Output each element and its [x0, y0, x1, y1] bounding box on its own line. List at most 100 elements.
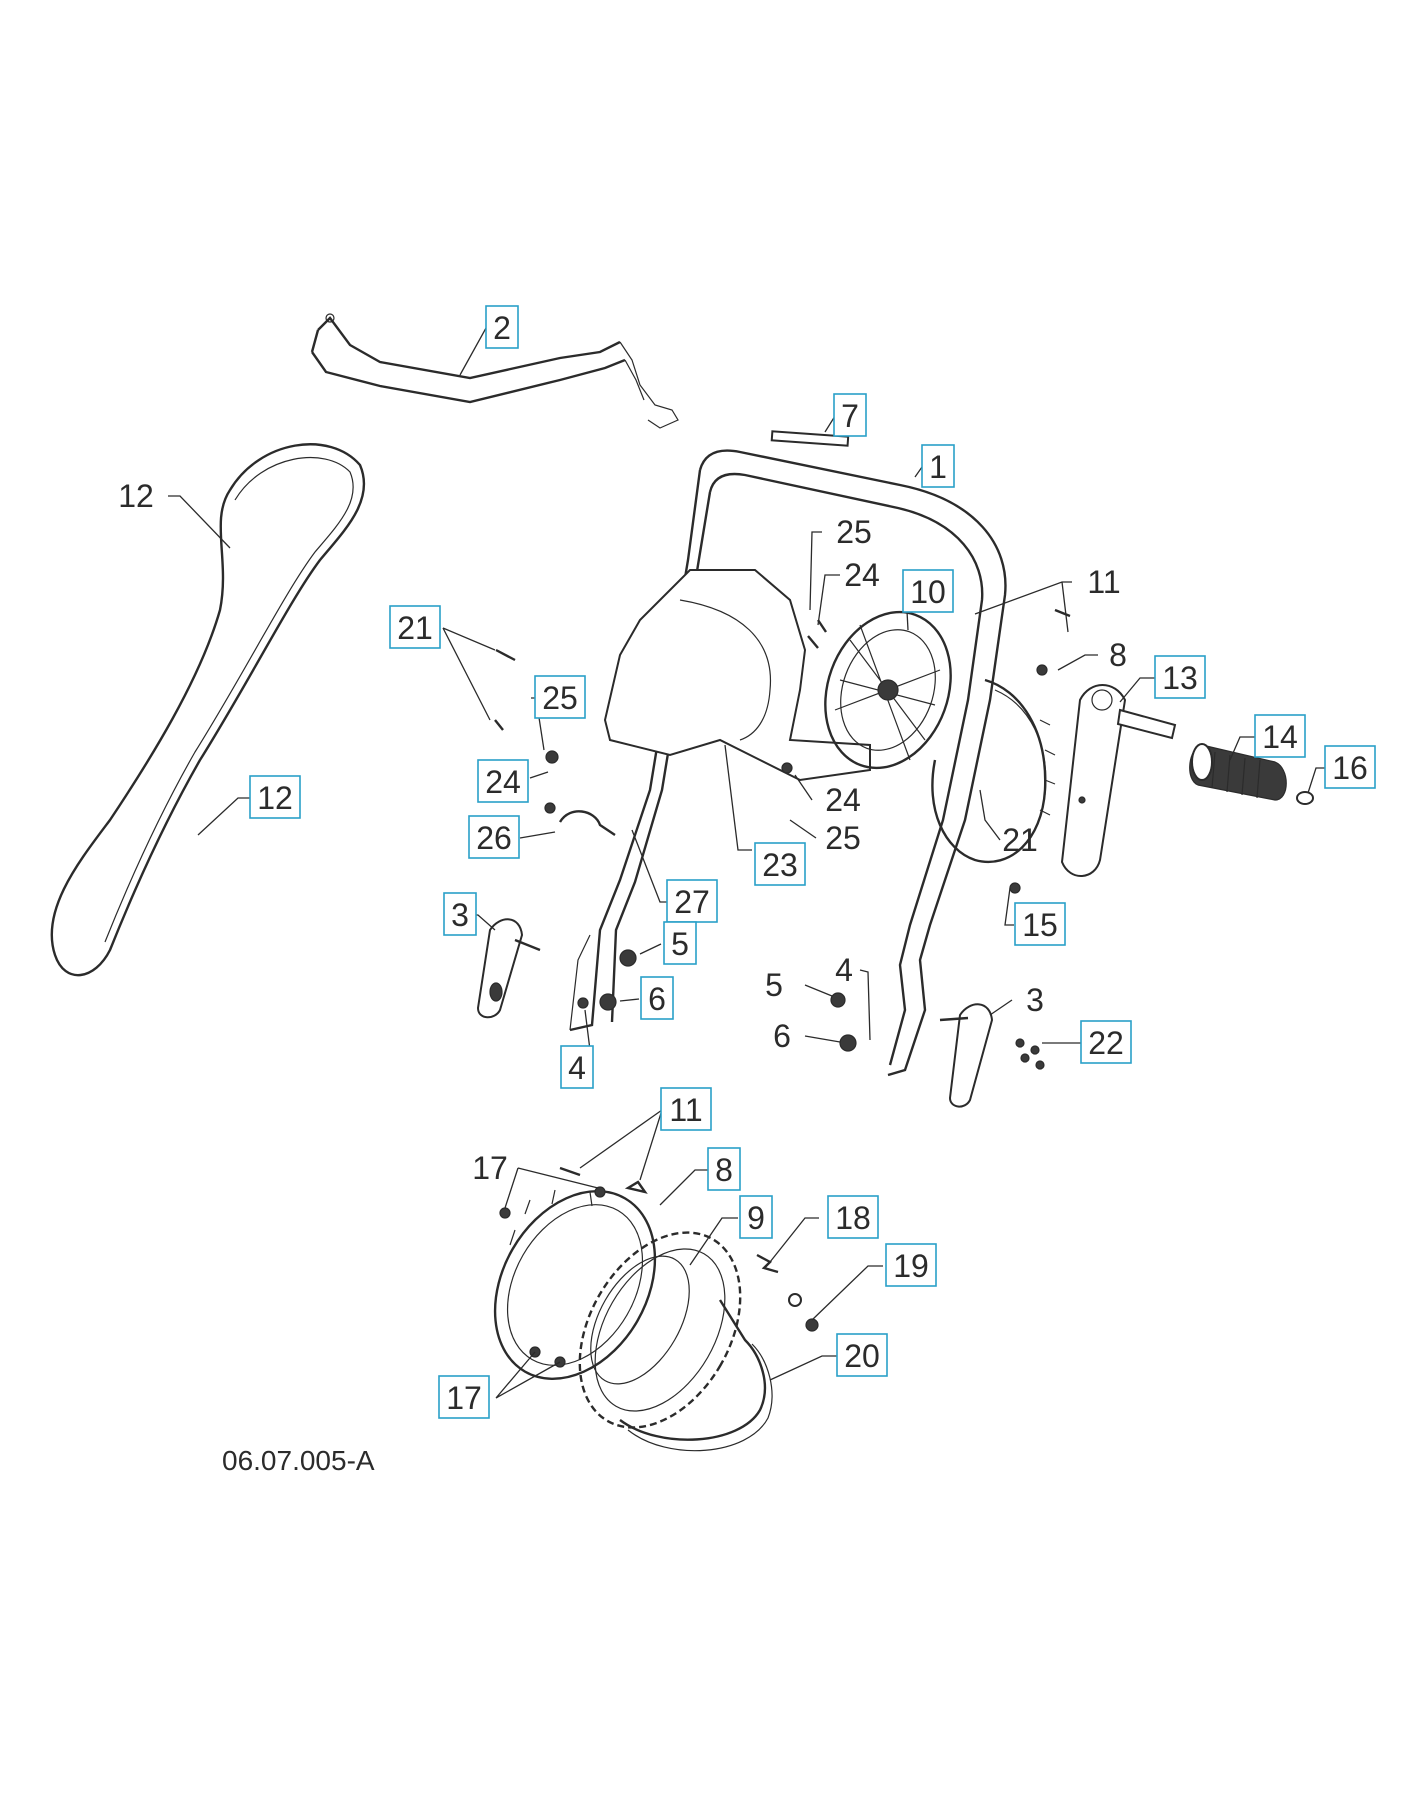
callout-number: 17 [472, 1150, 508, 1186]
part-outer-band [619, 1299, 767, 1441]
callout-box [836, 1333, 888, 1377]
part-side-plate [603, 569, 871, 782]
part-26-cable-end [558, 810, 616, 836]
callout-c25a: 25 [836, 514, 872, 550]
part-lower-left-ring [493, 1189, 657, 1380]
callout-box [902, 569, 954, 613]
part-side-plate-arc [679, 599, 772, 741]
callout-c23: 23 [754, 842, 806, 886]
callout-box [885, 1243, 937, 1287]
callout-c27: 27 [666, 879, 718, 923]
part-19-washer [788, 1293, 802, 1307]
callout-number: 4 [568, 1050, 586, 1086]
part-belt-inner [104, 456, 354, 943]
callout-number: 19 [893, 1248, 929, 1284]
callout-number: 22 [1088, 1025, 1124, 1061]
callout-c18: 18 [827, 1195, 879, 1239]
callout-box [1014, 902, 1066, 946]
callout-number: 4 [835, 952, 853, 988]
callout-c4a: 4 [560, 1045, 594, 1089]
callout-number: 21 [1002, 822, 1038, 858]
part-main-frame [569, 449, 1007, 1077]
drawing-code: 06.07.005-A [222, 1445, 375, 1476]
callout-box [560, 1045, 594, 1089]
callout-number: 15 [1022, 907, 1058, 943]
callout-c2: 2 [485, 305, 519, 349]
part-left-lever-hole [489, 982, 503, 1002]
callout-box [827, 1195, 879, 1239]
callout-number: 8 [715, 1152, 733, 1188]
callout-c14: 14 [1254, 714, 1306, 758]
callout-c5b: 5 [765, 967, 783, 1003]
callout-number: 25 [836, 514, 872, 550]
callout-box [1080, 1020, 1132, 1064]
part-small-bar [770, 430, 850, 447]
callout-number: 25 [542, 680, 578, 716]
callout-number: 12 [118, 478, 154, 514]
callout-number: 5 [765, 967, 783, 1003]
callout-number: 12 [257, 780, 293, 816]
callout-c8b: 8 [707, 1147, 741, 1191]
callout-box [640, 976, 674, 1020]
callout-number: 11 [1087, 564, 1120, 600]
callout-box [1154, 655, 1206, 699]
callout-number: 18 [835, 1200, 871, 1236]
callout-c3a: 3 [443, 892, 477, 936]
callout-c21b: 21 [1002, 822, 1038, 858]
callout-c12a: 12 [118, 478, 154, 514]
part-gear-ring [578, 1231, 742, 1429]
part-19-bolt [805, 1318, 819, 1332]
callout-box [389, 605, 441, 649]
callout-number: 25 [825, 820, 861, 856]
callout-c17b: 17 [438, 1375, 490, 1419]
callout-number: 20 [844, 1338, 880, 1374]
callout-number: 6 [648, 981, 666, 1017]
callout-number: 27 [674, 884, 710, 920]
callout-c13: 13 [1154, 655, 1206, 699]
callout-c17a: 17 [472, 1150, 508, 1186]
callout-number: 8 [1109, 637, 1127, 673]
callout-c1: 1 [921, 444, 955, 488]
callout-c26: 26 [468, 815, 520, 859]
part-22-spring [1015, 1038, 1045, 1070]
callout-box [663, 921, 697, 965]
callout-number: 9 [747, 1200, 765, 1236]
callout-number: 26 [476, 820, 512, 856]
callout-c24c: 24 [825, 782, 861, 818]
callout-box [666, 879, 718, 923]
callout-box [754, 842, 806, 886]
part-outer-band-inner [627, 1343, 773, 1452]
callout-box [443, 892, 477, 936]
callout-c5a: 5 [663, 921, 697, 965]
callout-number: 2 [493, 310, 511, 346]
part-impeller [824, 610, 952, 770]
callout-c11b: 11 [660, 1087, 712, 1131]
callout-c11a: 11 [1087, 564, 1120, 600]
callout-number: 11 [669, 1092, 702, 1128]
callout-c19: 19 [885, 1243, 937, 1287]
part-left-lever-pin [514, 938, 541, 952]
part-right-ring [931, 678, 1056, 863]
callout-box [739, 1195, 773, 1239]
hardware-fasteners [494, 608, 1071, 1052]
part-grip [1189, 743, 1287, 801]
callout-c12b: 12 [249, 775, 301, 819]
callout-number: 7 [841, 398, 859, 434]
callout-number: 13 [1162, 660, 1198, 696]
callout-box [485, 305, 519, 349]
callout-number: 24 [825, 782, 861, 818]
part-upper-handle [310, 313, 679, 429]
callout-c24b: 24 [477, 759, 529, 803]
callout-c25b: 25 [534, 675, 586, 719]
callout-number: 24 [485, 764, 521, 800]
callout-box [249, 775, 301, 819]
callout-box [438, 1375, 490, 1419]
callout-number: 21 [397, 610, 433, 646]
callout-number: 23 [762, 847, 798, 883]
part-right-lever-pin [939, 1016, 969, 1022]
callout-c4b: 4 [835, 952, 853, 988]
callout-c16: 16 [1324, 745, 1376, 789]
part-right-lever [948, 1003, 994, 1108]
